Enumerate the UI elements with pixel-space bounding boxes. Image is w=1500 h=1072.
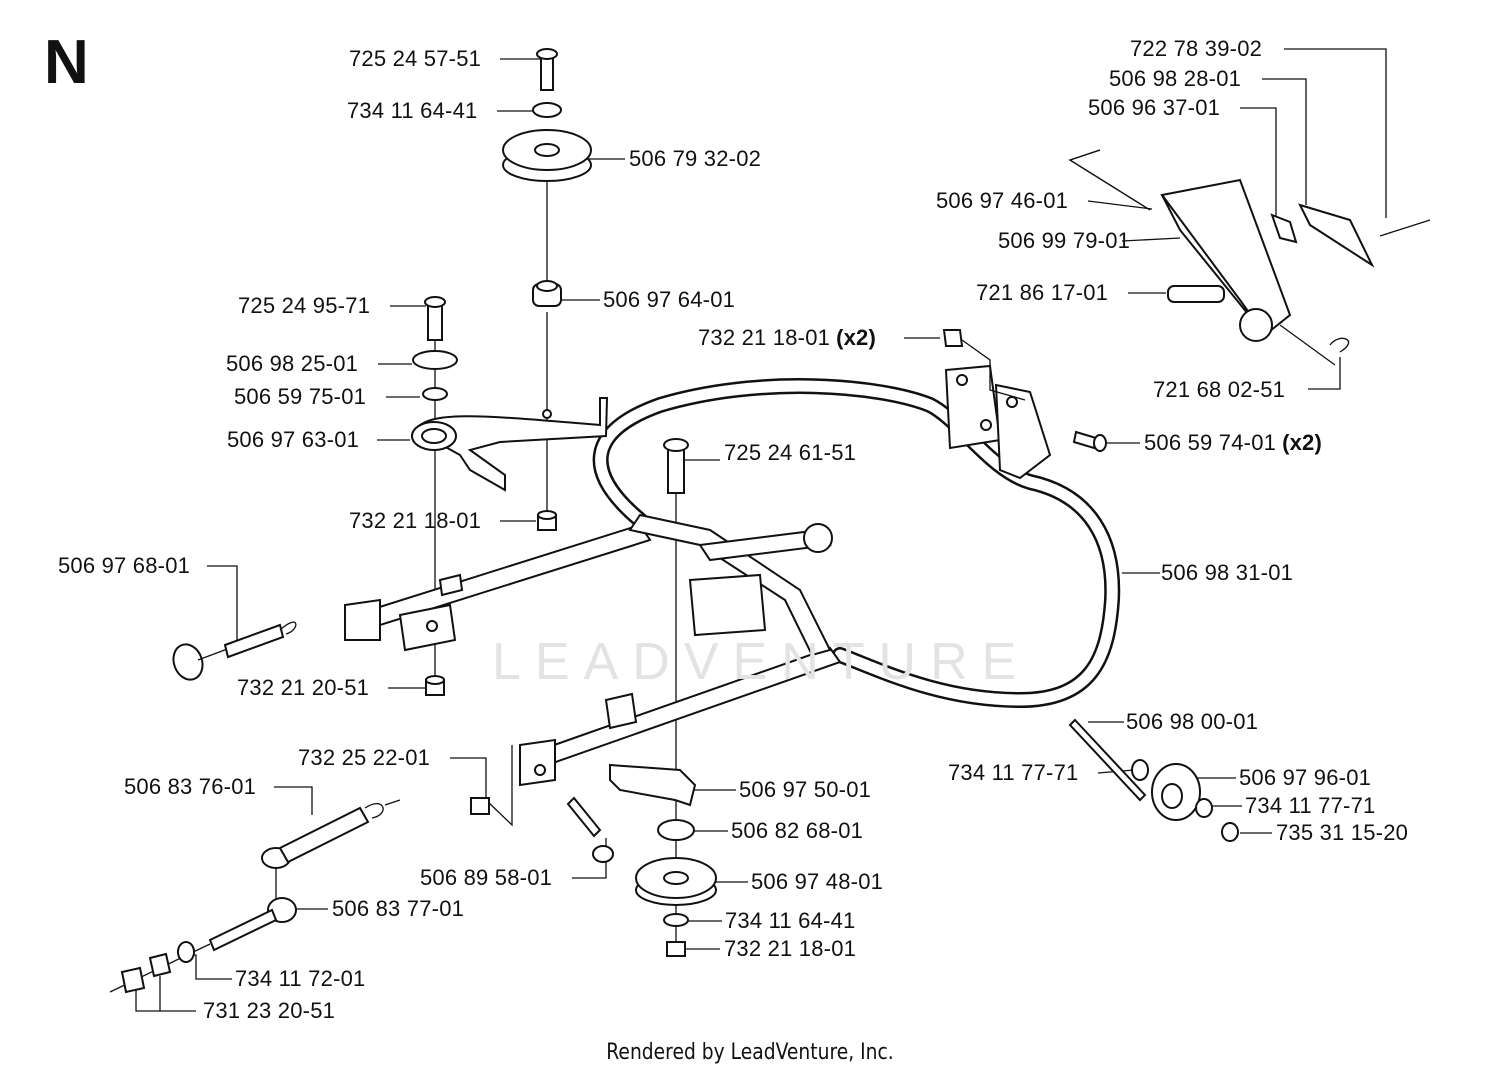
part-label-washer-small-left[interactable]: 506 59 75-01 [234, 384, 367, 409]
lower-left-fasteners [470, 745, 614, 863]
part-label-nut-frame-left[interactable]: 732 25 22-01 [298, 745, 431, 770]
part-label-spacer-wheel-1[interactable]: 734 11 77-71 [948, 760, 1079, 785]
part-label-clip-small[interactable]: 506 96 37-01 [1088, 95, 1221, 120]
part-label-rod-bent[interactable]: 506 97 46-01 [936, 188, 1069, 213]
part-label-bracket-lower[interactable]: 506 97 50-01 [739, 777, 872, 802]
part-label-nut-bracket[interactable]: 732 21 18-01 [349, 508, 482, 533]
frame-top-fasteners [942, 329, 1107, 452]
left-idler-stack [411, 296, 609, 696]
part-label-pulley-top[interactable]: 506 79 32-02 [629, 146, 762, 171]
watermark: LEADVENTURE [492, 633, 1031, 691]
frame-rails [344, 513, 842, 787]
part-label-nut-lower[interactable]: 732 21 18-01 [724, 936, 857, 961]
part-label-bolt-center[interactable]: 725 24 61-51 [724, 440, 857, 465]
part-label-clip-wheel[interactable]: 735 31 15-20 [1276, 820, 1409, 845]
part-label-axle-bolt[interactable]: 506 98 00-01 [1126, 709, 1259, 734]
quantity-note: (x2) [1282, 430, 1323, 455]
part-label-washer-large-left[interactable]: 506 98 25-01 [226, 351, 359, 376]
part-label-nuts-eye[interactable]: 731 23 20-51 [203, 998, 336, 1023]
top-pulley-stack [502, 48, 592, 307]
left-spring [172, 621, 297, 681]
part-label-lever-box[interactable]: 506 99 79-01 [998, 228, 1131, 253]
part-label-screw-frame[interactable]: 506 89 58-01 [420, 865, 553, 890]
part-label-spring-left[interactable]: 506 97 68-01 [58, 553, 191, 578]
part-label-bolt-frame-top[interactable]: 506 59 74-01(x2) [1144, 430, 1323, 455]
part-label-clip-plate[interactable]: 506 98 28-01 [1109, 66, 1242, 91]
part-label-bolt-top[interactable]: 725 24 57-51 [349, 46, 482, 71]
part-label-eye-bolt[interactable]: 506 83 77-01 [332, 896, 465, 921]
part-label-bolt-left[interactable]: 725 24 95-71 [238, 293, 371, 318]
part-label-spring-bottom[interactable]: 506 83 76-01 [124, 774, 257, 799]
part-label-pulley-lower[interactable]: 506 97 48-01 [751, 869, 884, 894]
part-label-washer-lower[interactable]: 734 11 64-41 [725, 908, 856, 933]
part-label-frame-loop[interactable]: 506 98 31-01 [1161, 560, 1294, 585]
part-label-spacer-lower[interactable]: 506 82 68-01 [731, 818, 864, 843]
part-label-pin-lever[interactable]: 721 86 17-01 [976, 280, 1109, 305]
part-label-nut-frame-top[interactable]: 732 21 18-01(x2) [698, 325, 877, 350]
footer-credit: Rendered by LeadVenture, Inc. [606, 1040, 894, 1065]
lever-assembly [1068, 149, 1431, 353]
part-label-spacer-wheel-2[interactable]: 734 11 77-71 [1245, 793, 1376, 818]
frame-loop [592, 378, 1121, 708]
part-label-idler-bracket[interactable]: 506 97 63-01 [227, 427, 360, 452]
part-label-washer-top[interactable]: 734 11 64-41 [347, 98, 478, 123]
part-label-rod-pin-top[interactable]: 722 78 39-02 [1130, 36, 1263, 61]
wheel-assembly [1068, 718, 1239, 842]
part-label-wheel[interactable]: 506 97 96-01 [1239, 765, 1372, 790]
quantity-note: (x2) [836, 325, 877, 350]
part-label-nut-lower-left[interactable]: 732 21 20-51 [237, 675, 370, 700]
part-label-hairpin[interactable]: 721 68 02-51 [1153, 377, 1286, 402]
part-label-spacer-top[interactable]: 506 97 64-01 [603, 287, 736, 312]
lower-pulley-stack [609, 438, 717, 957]
frame-upright-plate [944, 364, 1052, 480]
section-letter: N [44, 28, 89, 97]
bottom-left-spring-assembly [109, 799, 401, 994]
part-label-washer-eye[interactable]: 734 11 72-01 [235, 966, 366, 991]
